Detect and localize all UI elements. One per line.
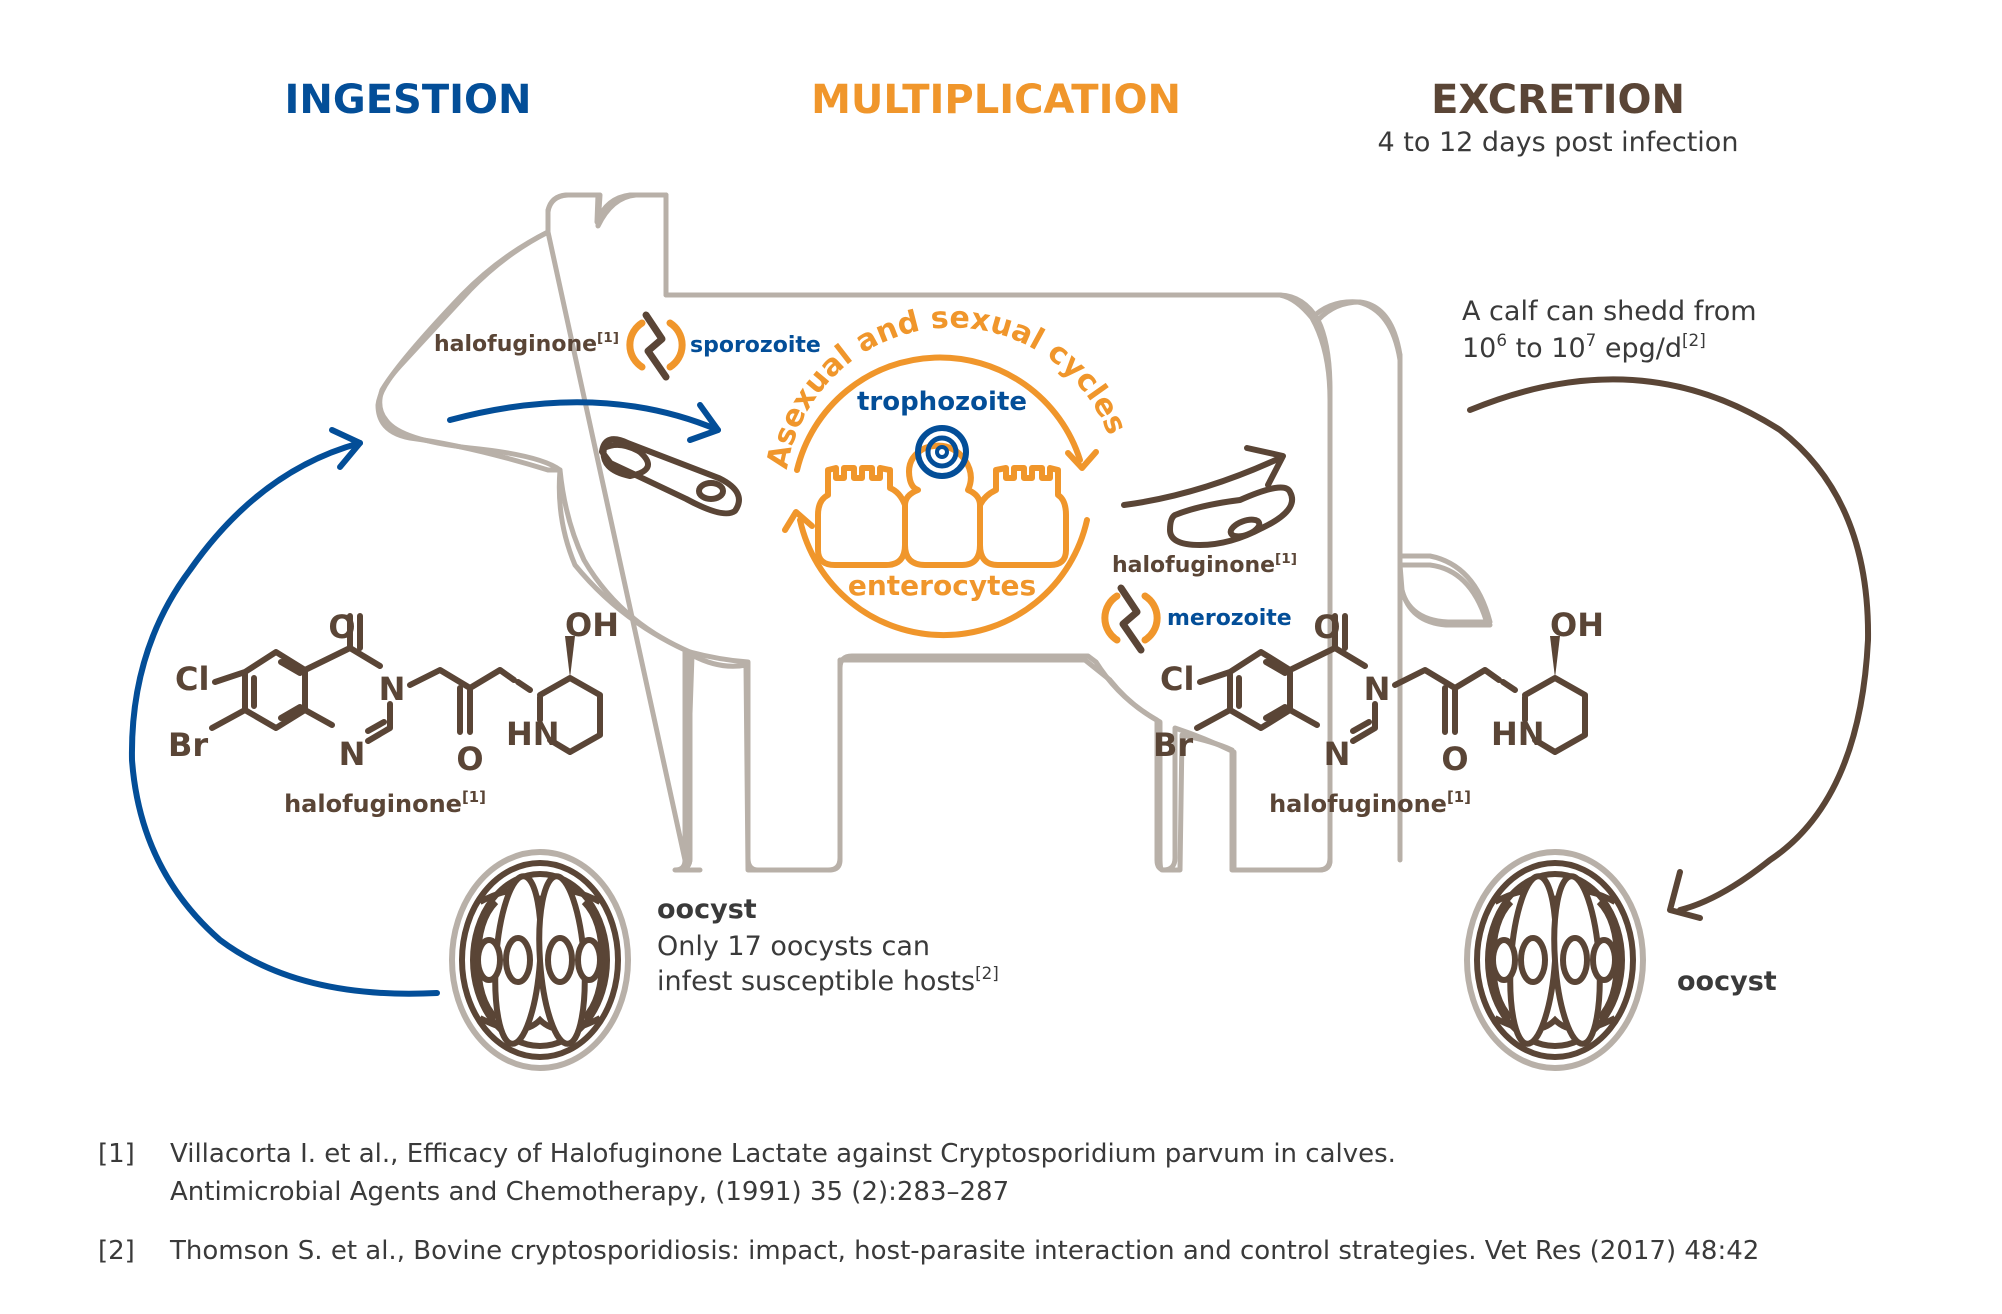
atom-o: O (1313, 608, 1340, 646)
heading-multiplication: MULTIPLICATION (811, 77, 1181, 123)
sporozoite-cell-icon (598, 436, 742, 517)
atom-oh: OH (565, 606, 619, 644)
atom-o: O (1441, 740, 1468, 778)
heading-excretion: EXCRETION (1431, 77, 1685, 123)
oocyst-left-line2: infest susceptible hosts[2] (657, 963, 999, 997)
molecule-label: halofuginone[1] (284, 788, 486, 818)
atom-hn: HN (1491, 715, 1545, 753)
halofuginone-structure-right: Cl Br O N N O HN OH halofuginone[1] (1153, 606, 1604, 818)
blocked-lightning-icon (630, 315, 682, 377)
oocyst-left-title: oocyst (657, 894, 757, 925)
atom-br: Br (1153, 726, 1193, 764)
reinfection-arc (128, 440, 440, 997)
atom-n: N (339, 735, 366, 773)
reference-1-line1: Villacorta I. et al., Efficacy of Halofu… (170, 1139, 1396, 1169)
calf-front-leg-outline (375, 229, 693, 655)
reference-2-line1: Thomson S. et al., Bovine cryptosporidio… (169, 1236, 1759, 1266)
merozoite-arrow (1121, 455, 1283, 508)
references: [1] Villacorta I. et al., Efficacy of Ha… (98, 1139, 1759, 1266)
atom-cl: Cl (1160, 660, 1194, 698)
atom-o: O (328, 608, 355, 646)
cycle-bottom-arrowhead (782, 509, 815, 533)
ingestion-arrowhead (687, 402, 721, 443)
cycle-bottom-arc (797, 517, 1090, 639)
merozoite-arrowhead (1244, 445, 1286, 488)
reference-1-line2: Antimicrobial Agents and Chemotherapy, (… (170, 1177, 1009, 1207)
oocyst-left-icon (452, 852, 628, 1068)
trophozoite-label: trophozoite (857, 387, 1027, 417)
shedding-line2: 106 to 107 epg/d[2] (1462, 330, 1706, 364)
sporozoite-drug-label: halofuginone[1] (434, 330, 619, 357)
atom-n: N (1324, 735, 1351, 773)
atom-n: N (1364, 670, 1391, 708)
shedding-line1: A calf can shedd from (1462, 296, 1757, 327)
merozoite-cell-icon (1167, 484, 1295, 548)
atom-cl: Cl (175, 660, 209, 698)
excretion-arc (1467, 376, 1872, 913)
ingestion-arrow (447, 399, 721, 433)
calf-tail (1315, 299, 1493, 625)
trophozoite-target-icon (915, 425, 969, 479)
blocked-lightning-icon (1105, 588, 1157, 650)
oocyst-right-icon (1467, 852, 1643, 1068)
cycle-top-arc (794, 354, 1083, 473)
calf-body-outline (545, 192, 1333, 873)
atom-n: N (379, 670, 406, 708)
merozoite-label: merozoite (1167, 606, 1292, 631)
oocyst-left-line1: Only 17 oocysts can (657, 931, 930, 962)
heading-ingestion: INGESTION (285, 77, 532, 123)
merozoite-drug-label: halofuginone[1] (1112, 551, 1297, 578)
oocyst-right-title: oocyst (1677, 966, 1777, 997)
molecule-label: halofuginone[1] (1269, 788, 1471, 818)
sporozoite-label: sporozoite (690, 333, 821, 358)
excretion-arrowhead (1667, 869, 1703, 921)
atom-br: Br (168, 726, 208, 764)
calf-hind-foot (1317, 857, 1333, 873)
reference-2-number: [2] (98, 1236, 135, 1266)
calf-front-leg-left (675, 649, 703, 873)
cycle-top-arrowhead (1065, 449, 1099, 471)
atom-o: O (456, 740, 483, 778)
reinfection-arrowhead (329, 427, 363, 470)
enterocytes-label: enterocytes (848, 569, 1036, 602)
halofuginone-structure-left: Cl Br O N N O HN OH halofuginone[1] (168, 606, 619, 818)
atom-hn: HN (506, 715, 560, 753)
excretion-timing: 4 to 12 days post infection (1378, 127, 1739, 158)
atom-oh: OH (1550, 606, 1604, 644)
reference-1-number: [1] (98, 1139, 135, 1169)
